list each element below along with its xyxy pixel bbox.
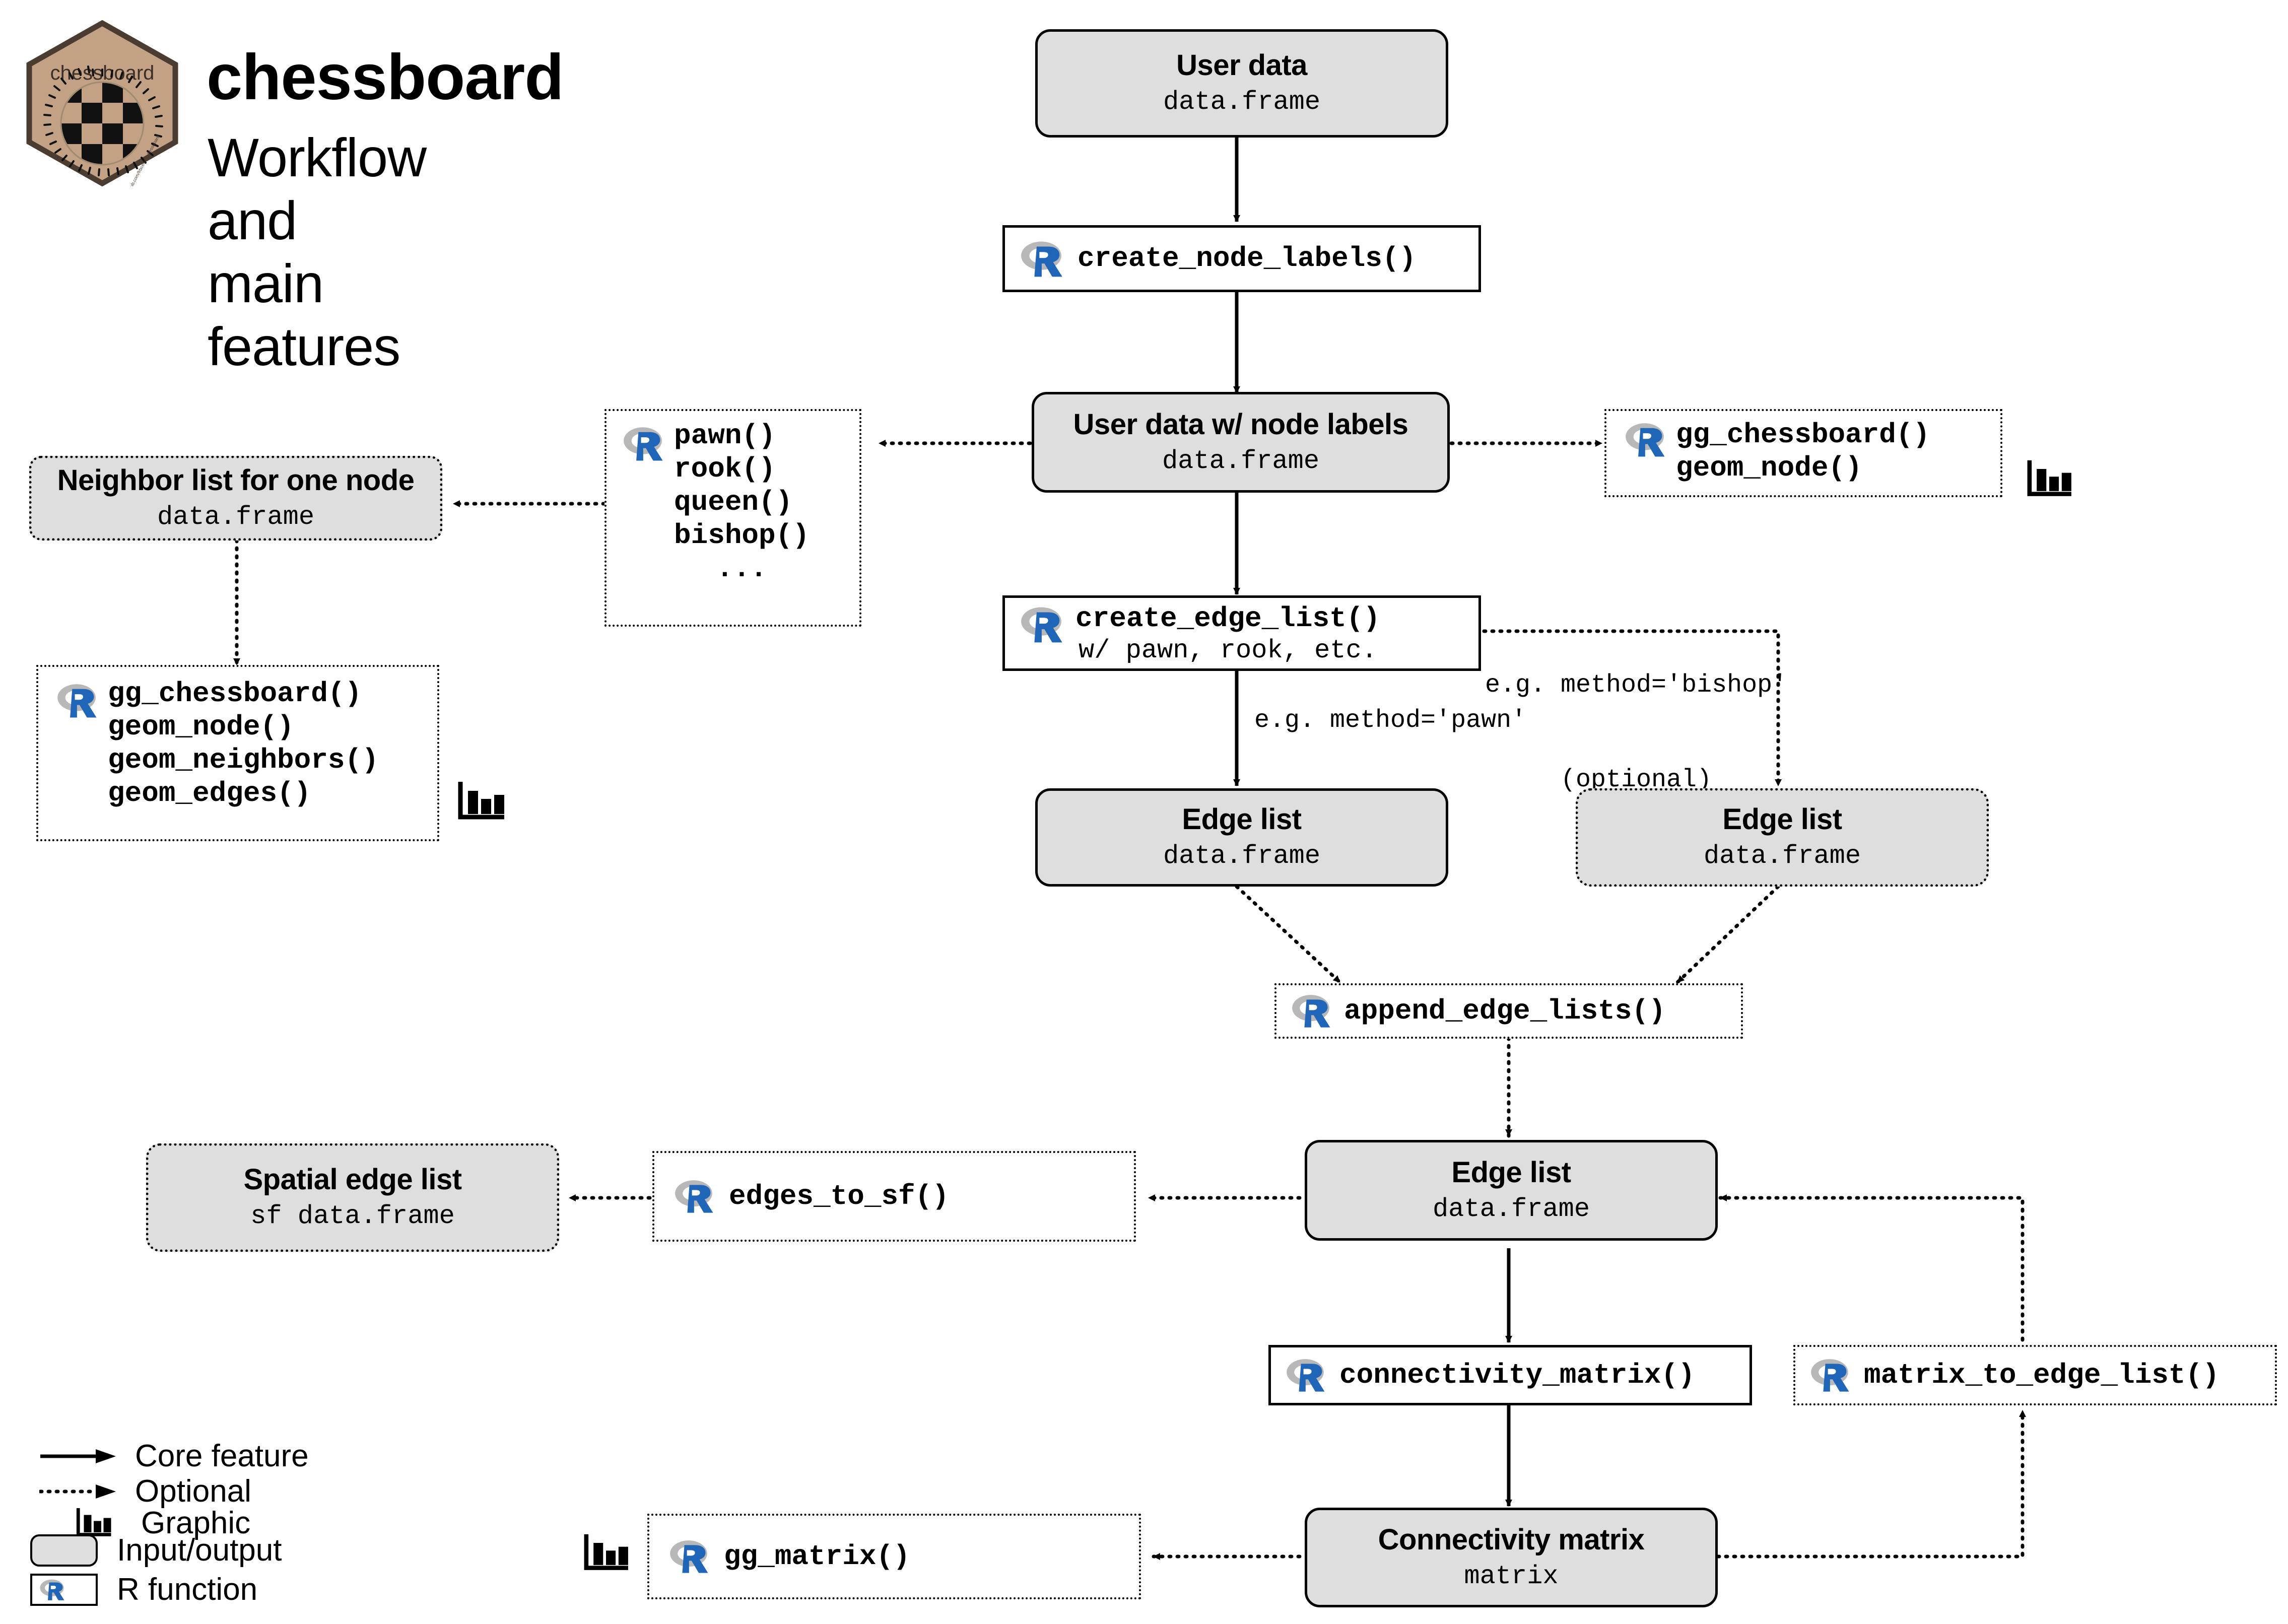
legend-label: Input/output xyxy=(117,1533,282,1568)
node-title: Spatial edge list xyxy=(243,1163,462,1196)
r-function-box-icon xyxy=(30,1573,98,1606)
node-spatial-edge-list[interactable]: Spatial edge list sf data.frame xyxy=(146,1143,559,1252)
node-subtitle: data.frame xyxy=(1163,841,1321,871)
node-title: Connectivity matrix xyxy=(1378,1523,1645,1556)
r-logo-icon xyxy=(675,1180,713,1213)
node-title: Edge list xyxy=(1722,803,1842,836)
node-gg-chessboard-block[interactable]: gg_chessboard() geom_node() xyxy=(1604,409,2002,497)
legend-label: Optional xyxy=(135,1474,251,1509)
node-subtitle: sf data.frame xyxy=(250,1201,455,1232)
node-user-data[interactable]: User data data.frame xyxy=(1035,29,1448,138)
legend-item-core-feature: Core feature xyxy=(39,1438,309,1474)
bar-chart-icon xyxy=(458,782,504,820)
r-logo-icon xyxy=(1811,1359,1849,1392)
function-name: edges_to_sf() xyxy=(729,1180,949,1212)
legend-item-optional: Optional xyxy=(39,1473,251,1509)
node-user-data-labeled[interactable]: User data w/ node labels data.frame xyxy=(1032,392,1450,493)
node-edge-list-merged[interactable]: Edge list data.frame xyxy=(1305,1140,1718,1241)
r-logo-icon xyxy=(1021,241,1062,277)
node-connectivity-matrix-fn[interactable]: connectivity_matrix() xyxy=(1268,1345,1752,1405)
function-name-geom-node: geom_node() xyxy=(1676,452,1862,485)
legend-label: R function xyxy=(117,1572,258,1607)
function-name: create_edge_list() xyxy=(1075,602,1380,635)
node-edges-to-sf[interactable]: edges_to_sf() xyxy=(652,1151,1136,1242)
node-connectivity-matrix[interactable]: Connectivity matrix matrix xyxy=(1305,1508,1718,1607)
function-name-gg-chessboard: gg_chessboard() xyxy=(108,678,362,710)
function-sublabel: w/ pawn, rook, etc. xyxy=(1079,636,1377,666)
function-name-geom-node: geom_node() xyxy=(108,711,294,743)
function-name: create_node_labels() xyxy=(1078,242,1417,275)
node-gg-neighbors-block[interactable]: gg_chessboard() geom_node() geom_neighbo… xyxy=(36,665,439,841)
function-name-bishop: bishop() xyxy=(674,519,810,552)
legend-item-input-output: Input/output xyxy=(30,1532,282,1568)
function-name-pawn: pawn() xyxy=(674,420,776,452)
function-name: connectivity_matrix() xyxy=(1339,1359,1695,1391)
node-subtitle: data.frame xyxy=(1703,841,1861,871)
dotted-arrow-icon xyxy=(39,1484,116,1499)
r-logo-icon xyxy=(1292,995,1330,1028)
legend-label: Graphic xyxy=(141,1506,251,1540)
function-name-geom-edges: geom_edges() xyxy=(108,777,311,810)
node-title: User data xyxy=(1176,49,1307,82)
r-logo-icon xyxy=(624,427,663,461)
node-create-node-labels[interactable]: create_node_labels() xyxy=(1002,225,1481,292)
page-subtitle: Workflow and main features xyxy=(208,127,427,377)
node-subtitle: data.frame xyxy=(1432,1194,1590,1224)
node-edge-list-left[interactable]: Edge list data.frame xyxy=(1035,788,1448,887)
function-name: matrix_to_edge_list() xyxy=(1864,1359,2219,1391)
legend-label: Core feature xyxy=(135,1439,309,1473)
solid-arrow-icon xyxy=(40,1449,116,1463)
bar-chart-icon xyxy=(584,1534,628,1570)
node-gg-matrix[interactable]: gg_matrix() xyxy=(647,1514,1141,1599)
function-name-queen: queen() xyxy=(674,486,793,519)
r-logo-icon xyxy=(1287,1359,1325,1392)
chessboard-hex-logo: chessboard xyxy=(24,20,180,207)
node-subtitle: matrix xyxy=(1464,1561,1559,1591)
node-piece-functions[interactable]: pawn() rook() queen() bishop() ... xyxy=(604,409,861,627)
r-logo-icon xyxy=(670,1540,708,1573)
r-logo-icon xyxy=(57,684,97,718)
r-logo-icon xyxy=(1626,423,1665,457)
function-name: append_edge_lists() xyxy=(1344,994,1666,1027)
function-name-gg-chessboard: gg_chessboard() xyxy=(1676,419,1930,451)
legend-item-graphic: Graphic xyxy=(69,1505,250,1541)
node-append-edge-lists[interactable]: append_edge_lists() xyxy=(1274,983,1743,1039)
node-edge-list-right[interactable]: Edge list data.frame xyxy=(1576,788,1989,887)
page-title: chessboard xyxy=(207,41,564,113)
node-title: Neighbor list for one node xyxy=(57,463,415,497)
rounded-gray-box-icon xyxy=(30,1534,98,1567)
node-title: Edge list xyxy=(1451,1156,1571,1189)
node-matrix-to-edge-list[interactable]: matrix_to_edge_list() xyxy=(1793,1345,2277,1405)
r-logo-icon xyxy=(1021,607,1062,643)
node-subtitle: data.frame xyxy=(1162,446,1320,476)
legend-item-r-function: R function xyxy=(30,1572,257,1607)
node-subtitle: data.frame xyxy=(1163,87,1321,117)
node-title: User data w/ node labels xyxy=(1073,408,1408,441)
node-neighbor-list[interactable]: Neighbor list for one node data.frame xyxy=(29,456,442,540)
r-logo-icon xyxy=(40,1579,64,1600)
node-subtitle: data.frame xyxy=(157,502,315,532)
node-create-edge-list[interactable]: create_edge_list() w/ pawn, rook, etc. xyxy=(1002,595,1481,671)
edge-label-pawn-method: e.g. method='pawn' xyxy=(1254,706,1527,735)
node-title: Edge list xyxy=(1182,803,1302,836)
function-name: gg_matrix() xyxy=(724,1540,910,1573)
function-name-rook: rook() xyxy=(674,453,776,486)
function-name-geom-neighbors: geom_neighbors() xyxy=(108,744,379,777)
ellipsis-label: ... xyxy=(716,553,767,585)
bar-chart-icon xyxy=(2027,460,2071,496)
